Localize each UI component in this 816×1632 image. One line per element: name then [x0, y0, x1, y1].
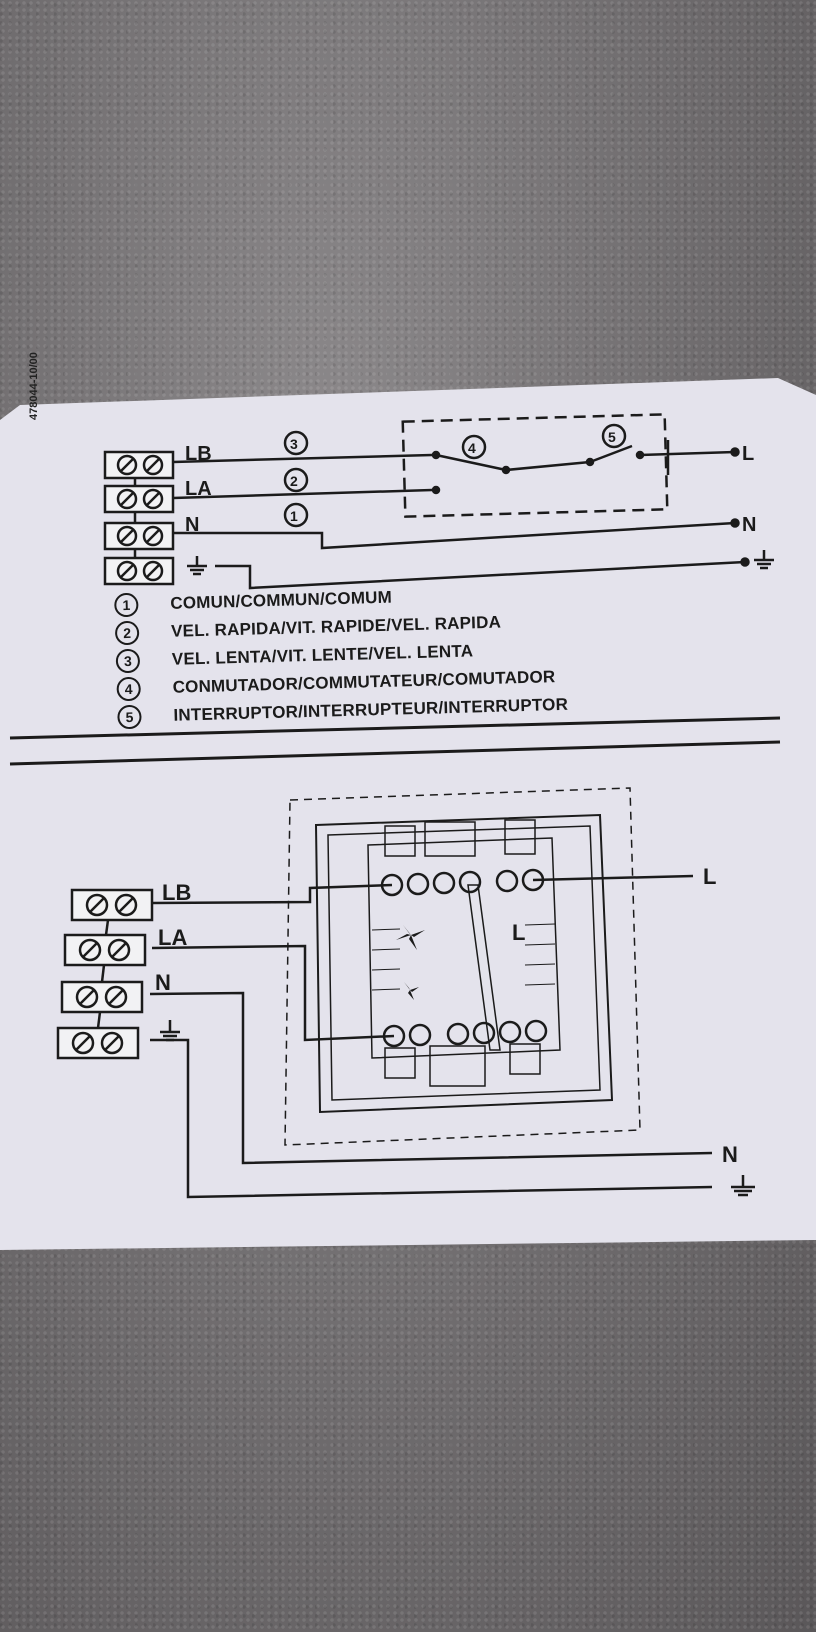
- inner-label-l: L: [512, 920, 525, 945]
- bottom-right-label-n: N: [722, 1142, 738, 1167]
- fan-icon-small: [404, 982, 419, 1000]
- wire-la-bottom: [151, 944, 395, 1042]
- top-label-n: N: [185, 514, 199, 536]
- wire-lb-bottom: [151, 883, 393, 905]
- bottom-wiring-diagram: [56, 787, 755, 1199]
- legend-number: 4: [116, 676, 142, 702]
- legend-number: 2: [114, 620, 140, 646]
- legend-number: 1: [114, 592, 139, 618]
- fan-icon: [396, 925, 425, 950]
- top-label-la: LA: [185, 478, 212, 500]
- wire-earth: [215, 560, 746, 590]
- bottom-terminal-block-earth: [56, 1026, 140, 1060]
- legend-text: VEL. LENTA/VIT. LENTE/VEL. LENTA: [171, 641, 474, 669]
- wire-lb: [172, 453, 433, 464]
- switch-mechanism: [314, 813, 614, 1114]
- switch-box-outline: [401, 413, 669, 518]
- top-terminal-block-n: [103, 521, 175, 551]
- switch-number-5: 5: [608, 429, 616, 445]
- wire-n: [173, 521, 736, 550]
- legend-text: COMUN/COMMUN/COMUM: [170, 587, 393, 613]
- top-terminal-block-la: [103, 484, 175, 514]
- top-terminal-block-lb: [103, 450, 175, 480]
- earth-icon: [731, 1175, 755, 1197]
- top-terminal-block-earth: [103, 556, 175, 586]
- bottom-right-label-l: L: [703, 864, 716, 889]
- legend-number: 5: [117, 704, 142, 730]
- top-circle-1: 1: [290, 508, 298, 524]
- separator-line-2: [9, 740, 781, 766]
- mechanism-outline: [284, 787, 641, 1146]
- top-circle-2: 2: [290, 473, 298, 489]
- bottom-label-lb: LB: [162, 880, 191, 905]
- paper-sheet: [0, 378, 816, 1250]
- top-circle-3: 3: [290, 436, 298, 452]
- earth-icon: [187, 556, 207, 576]
- legend-text: INTERRUPTOR/INTERRUPTEUR/INTERRUPTOR: [173, 694, 569, 725]
- top-label-lb: LB: [185, 443, 212, 465]
- bottom-label-la: LA: [158, 925, 187, 950]
- wire-n-bottom: [149, 991, 713, 1165]
- bottom-label-n: N: [155, 970, 171, 995]
- legend-number: 3: [115, 648, 141, 674]
- wire-l-bottom: [532, 874, 694, 882]
- bottom-terminal-block-la: [63, 933, 147, 967]
- bottom-terminal-block-lb: [70, 888, 154, 922]
- document-code: 478044-10/00: [28, 352, 40, 420]
- bottom-terminal-block-n: [60, 980, 144, 1014]
- legend-text: VEL. RAPIDA/VIT. RAPIDE/VEL. RAPIDA: [170, 612, 502, 641]
- top-right-label-l: L: [742, 443, 754, 465]
- legend: 1 COMUN/COMMUN/COMUM 2 VEL. RAPIDA/VIT. …: [92, 575, 756, 733]
- switch-number-4: 4: [468, 440, 476, 456]
- wire-earth-bottom: [150, 1038, 713, 1199]
- top-right-label-n: N: [742, 514, 756, 536]
- top-wiring-diagram: [103, 413, 774, 590]
- earth-icon: [754, 550, 774, 570]
- wire-la: [172, 488, 433, 500]
- separator-line-1: [9, 716, 781, 740]
